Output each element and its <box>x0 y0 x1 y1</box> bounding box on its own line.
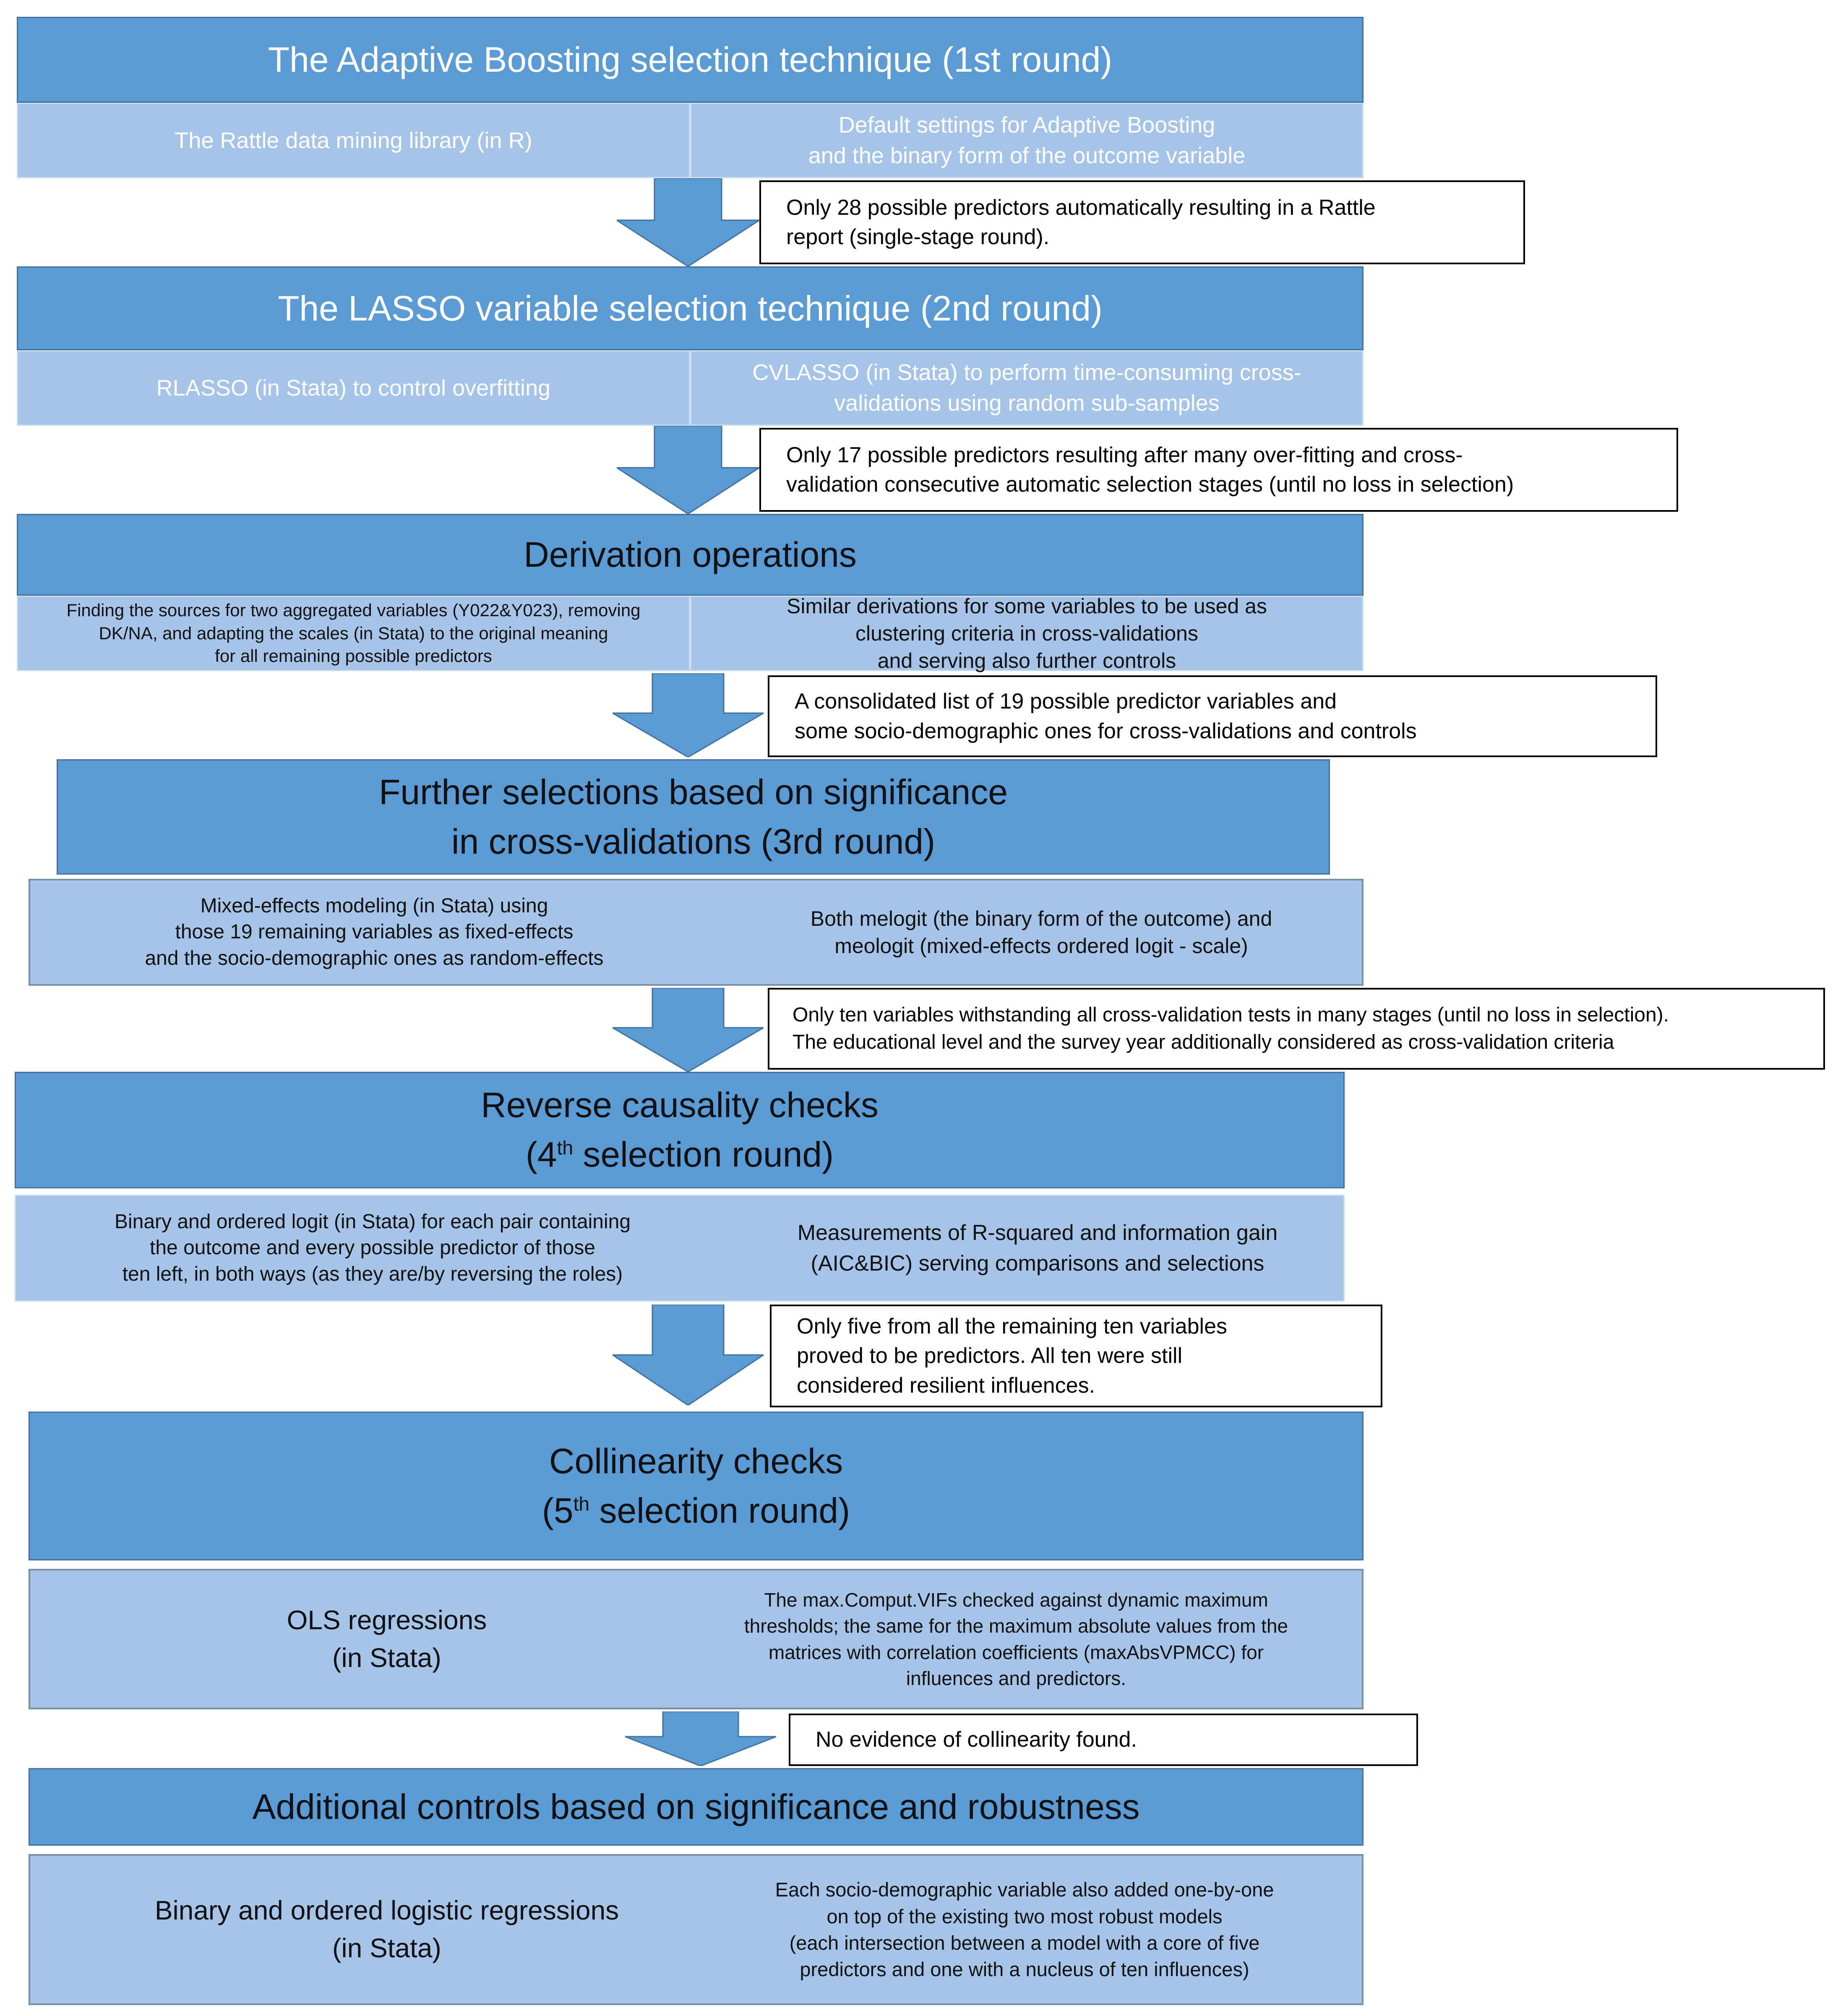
stage5-title-line1: Reverse causality checks <box>481 1085 879 1125</box>
stage6-right-line4: influences and predictors. <box>906 1667 1126 1689</box>
stage3-left-box: Finding the sources for two aggregated v… <box>17 596 690 671</box>
stage2-title: The LASSO variable selection technique (… <box>278 288 1103 328</box>
stage7-title: Additional controls based on significanc… <box>252 1787 1140 1826</box>
stage6-right-line1: The max.Comput.VIFs checked against dyna… <box>764 1589 1268 1611</box>
stage2-header: The LASSO variable selection technique (… <box>17 266 1364 350</box>
stage6-title-line2: (5th selection round) <box>542 1490 850 1530</box>
stage7-right-line3: (each intersection between a model with … <box>789 1932 1260 1954</box>
note5-line3: considered resilient influences. <box>797 1373 1095 1398</box>
stage3-right-line3: and serving also further controls <box>877 649 1176 672</box>
note3-line2: some socio-demographic ones for cross-va… <box>795 719 1417 743</box>
note2-line2: validation consecutive automatic selecti… <box>786 472 1514 497</box>
stage7-header: Additional controls based on significanc… <box>29 1768 1364 1846</box>
stage4-left-line2: those 19 remaining variables as fixed-ef… <box>175 921 574 943</box>
note1-line1: Only 28 possible predictors automaticall… <box>786 195 1376 220</box>
stage3-header: Derivation operations <box>17 514 1364 596</box>
stage4-left-line1: Mixed-effects modeling (in Stata) using <box>200 894 548 917</box>
stage3-right-box: Similar derivations for some variables t… <box>690 594 1364 672</box>
stage7-left-line1: Binary and ordered logistic regressions <box>154 1895 619 1926</box>
stage2-right-line2: validations using random sub-samples <box>834 391 1220 416</box>
stage3-right-line2: clustering criteria in cross-validations <box>855 621 1198 645</box>
stage1-left-box: The Rattle data mining library (in R) <box>17 103 690 178</box>
down-arrow-6 <box>625 1711 776 1766</box>
note-box-4: Only ten variables withstanding all cros… <box>768 988 1825 1070</box>
stage4-title-line2: in cross-validations (3rd round) <box>451 821 936 861</box>
note-box-1: Only 28 possible predictors automaticall… <box>759 180 1525 264</box>
down-arrow-3 <box>613 673 764 757</box>
stage1-right-line1: Default settings for Adaptive Boosting <box>838 112 1215 138</box>
note-box-6: No evidence of collinearity found. <box>789 1714 1418 1766</box>
stage7-left-line2: (in Stata) <box>332 1933 441 1963</box>
stage7-right-line1: Each socio-demographic variable also add… <box>775 1878 1274 1901</box>
stage1-right-box: Default settings for Adaptive Boosting a… <box>690 103 1364 178</box>
stage1-title: The Adaptive Boosting selection techniqu… <box>268 40 1113 79</box>
stage3-left-line3: for all remaining possible predictors <box>215 646 492 666</box>
stage3-left-line1: Finding the sources for two aggregated v… <box>66 600 641 620</box>
stage6-header: Collinearity checks (5th selection round… <box>29 1412 1364 1560</box>
stage1-left-text: The Rattle data mining library (in R) <box>175 128 532 153</box>
stage6-right-line3: matrices with correlation coefficients (… <box>768 1641 1264 1663</box>
stage3-right-line1: Similar derivations for some variables t… <box>787 594 1267 618</box>
stage5-panel: Binary and ordered logit (in Stata) for … <box>15 1195 1345 1302</box>
stage1-right-line2: and the binary form of the outcome varia… <box>808 143 1246 168</box>
stage5-right-line2: (AIC&BIC) serving comparisons and select… <box>811 1251 1264 1276</box>
stage2-right-box: CVLASSO (in Stata) to perform time-consu… <box>690 350 1364 426</box>
stage6-left-line1: OLS regressions <box>287 1604 487 1635</box>
note2-line1: Only 17 possible predictors resulting af… <box>786 443 1463 467</box>
note-box-2: Only 17 possible predictors resulting af… <box>759 428 1678 512</box>
stage3-title: Derivation operations <box>524 534 857 574</box>
stage2-right-line1: CVLASSO (in Stata) to perform time-consu… <box>752 360 1301 385</box>
down-arrow-4 <box>613 988 764 1072</box>
stage4-left-line3: and the socio-demographic ones as random… <box>145 947 604 969</box>
stage7-panel: Binary and ordered logistic regressions … <box>29 1854 1364 2005</box>
note6-text: No evidence of collinearity found. <box>816 1727 1137 1752</box>
stage5-left-line2: the outcome and every possible predictor… <box>150 1237 595 1259</box>
note4-line1: Only ten variables withstanding all cros… <box>793 1003 1669 1026</box>
stage4-right-line1: Both melogit (the binary form of the out… <box>810 906 1272 930</box>
stage5-left-line3: ten left, in both ways (as they are/by r… <box>122 1263 623 1285</box>
note1-line2: report (single-stage round). <box>786 225 1050 249</box>
note3-line1: A consolidated list of 19 possible predi… <box>795 689 1337 714</box>
stage5-left-line1: Binary and ordered logit (in Stata) for … <box>114 1210 631 1233</box>
note5-line1: Only five from all the remaining ten var… <box>797 1314 1228 1339</box>
stage4-header: Further selections based on significance… <box>57 759 1330 875</box>
note-box-3: A consolidated list of 19 possible predi… <box>768 675 1657 757</box>
stage4-right-line2: meologit (mixed-effects ordered logit - … <box>834 934 1248 958</box>
stage3-left-line2: DK/NA, and adapting the scales (in Stata… <box>99 623 608 643</box>
stage5-right-line1: Measurements of R-squared and informatio… <box>797 1220 1278 1245</box>
stage6-title-line1: Collinearity checks <box>549 1441 843 1481</box>
stage2-left-text: RLASSO (in Stata) to control overfitting <box>156 375 551 401</box>
stage6-left-line2: (in Stata) <box>332 1642 441 1673</box>
stage4-panel: Mixed-effects modeling (in Stata) using … <box>29 879 1364 986</box>
stage7-right-line4: predictors and one with a nucleus of ten… <box>800 1958 1249 1981</box>
stage2-left-box: RLASSO (in Stata) to control overfitting <box>17 350 690 426</box>
note5-line2: proved to be predictors. All ten were st… <box>797 1344 1183 1368</box>
stage7-right-line2: on top of the existing two most robust m… <box>826 1905 1223 1927</box>
stage6-right-line2: thresholds; the same for the maximum abs… <box>744 1615 1288 1637</box>
note-box-5: Only five from all the remaining ten var… <box>770 1305 1382 1407</box>
stage1-header: The Adaptive Boosting selection techniqu… <box>17 17 1364 103</box>
note4-line2: The educational level and the survey yea… <box>793 1031 1614 1053</box>
down-arrow-5 <box>613 1305 764 1405</box>
down-arrow-1 <box>617 178 759 266</box>
down-arrow-2 <box>617 426 759 514</box>
stage4-title-line1: Further selections based on significance <box>379 772 1008 812</box>
stage5-header: Reverse causality checks (4th selection … <box>15 1072 1345 1188</box>
stage6-panel: OLS regressions (in Stata) The max.Compu… <box>29 1569 1364 1709</box>
stage5-title-line2: (4th selection round) <box>525 1135 834 1174</box>
